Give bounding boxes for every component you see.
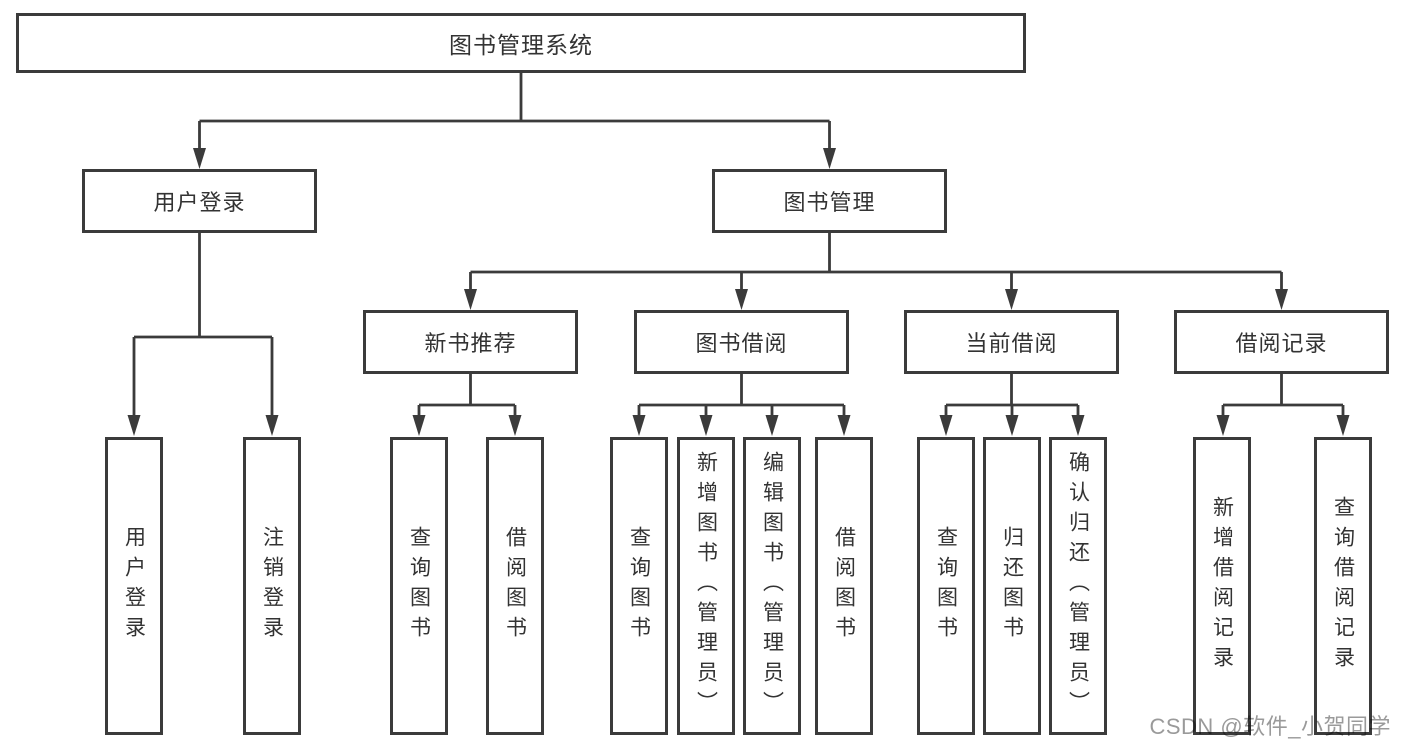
node-current-borrow: 当前借阅 — [904, 310, 1119, 374]
leaf-cb-query-books: 查询图书 — [917, 437, 975, 735]
leaf-cb-confirm-return-admin-label: 确认归还（管理员） — [1066, 451, 1090, 721]
leaf-bb-query-books: 查询图书 — [610, 437, 668, 735]
leaf-bb-add-books-admin: 新增图书（管理员） — [677, 437, 735, 735]
leaf-bb-edit-books-admin-label: 编辑图书（管理员） — [760, 451, 784, 721]
node-user-login: 用户登录 — [82, 169, 317, 233]
leaf-cb-return-books-label: 归还图书 — [1000, 526, 1024, 646]
leaf-bb-borrow-books: 借阅图书 — [815, 437, 873, 735]
node-root: 图书管理系统 — [16, 13, 1026, 73]
leaf-nb-query-books-label: 查询图书 — [407, 526, 431, 646]
leaf-cb-confirm-return-admin: 确认归还（管理员） — [1049, 437, 1107, 735]
leaf-user-login: 用户登录 — [105, 437, 163, 735]
leaf-bb-query-books-label: 查询图书 — [627, 526, 651, 646]
leaf-nb-query-books: 查询图书 — [390, 437, 448, 735]
connector-current-borrow-to-children — [939, 374, 1085, 436]
node-borrow-records-label: 借阅记录 — [1235, 331, 1328, 356]
node-new-book-recommend: 新书推荐 — [363, 310, 578, 374]
leaf-cb-return-books: 归还图书 — [983, 437, 1041, 735]
connector-new-book-recommend-to-children — [412, 374, 522, 436]
leaf-logout-label: 注销登录 — [260, 526, 284, 646]
connector-user-login-to-children — [127, 233, 279, 436]
node-book-management-label: 图书管理 — [783, 190, 876, 215]
node-new-book-recommend-label: 新书推荐 — [424, 331, 517, 356]
leaf-br-add-record: 新增借阅记录 — [1193, 437, 1251, 735]
connector-book-borrow-to-children — [632, 374, 851, 436]
connector-borrow-records-to-children — [1216, 374, 1350, 436]
leaf-br-query-record-label: 查询借阅记录 — [1331, 496, 1355, 676]
connector-book-management-to-level3 — [464, 233, 1288, 310]
node-book-borrow: 图书借阅 — [634, 310, 849, 374]
leaf-user-login-label: 用户登录 — [122, 526, 146, 646]
node-root-label: 图书管理系统 — [449, 32, 593, 58]
leaf-bb-edit-books-admin: 编辑图书（管理员） — [743, 437, 801, 735]
leaf-logout: 注销登录 — [243, 437, 301, 735]
leaf-bb-borrow-books-label: 借阅图书 — [832, 526, 856, 646]
leaf-br-query-record: 查询借阅记录 — [1314, 437, 1372, 735]
leaf-cb-query-books-label: 查询图书 — [934, 526, 958, 646]
leaf-br-add-record-label: 新增借阅记录 — [1210, 496, 1234, 676]
node-current-borrow-label: 当前借阅 — [965, 331, 1058, 356]
node-borrow-records: 借阅记录 — [1174, 310, 1389, 374]
leaf-nb-borrow-books: 借阅图书 — [486, 437, 544, 735]
node-book-borrow-label: 图书借阅 — [695, 331, 788, 356]
connector-root-to-level2 — [193, 73, 836, 169]
leaf-nb-borrow-books-label: 借阅图书 — [503, 526, 527, 646]
csdn-watermark: CSDN @软件_小贺同学 — [1149, 714, 1391, 739]
node-book-management: 图书管理 — [712, 169, 947, 233]
leaf-bb-add-books-admin-label: 新增图书（管理员） — [694, 451, 718, 721]
node-user-login-label: 用户登录 — [153, 190, 246, 215]
